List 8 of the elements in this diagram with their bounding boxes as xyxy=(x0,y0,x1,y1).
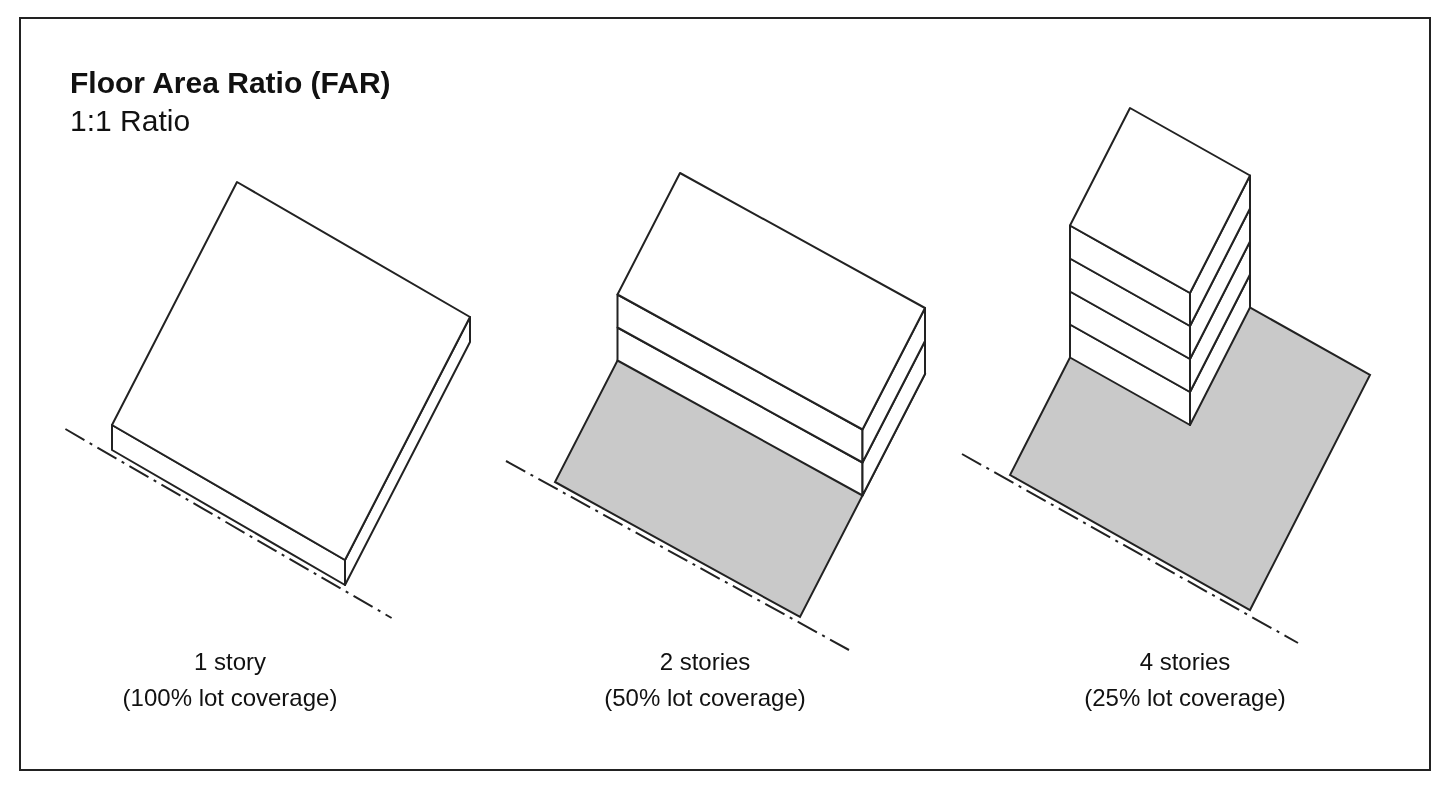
subtitle: 1:1 Ratio xyxy=(70,104,191,138)
caption: 2 stories xyxy=(658,648,752,676)
caption: (50% lot coverage) xyxy=(603,684,807,712)
title: Floor Area Ratio (FAR) xyxy=(70,66,391,100)
caption: 4 stories xyxy=(1138,648,1232,676)
caption: 1 story xyxy=(193,648,267,676)
caption: (100% lot coverage) xyxy=(121,684,339,712)
caption: (25% lot coverage) xyxy=(1083,684,1287,712)
